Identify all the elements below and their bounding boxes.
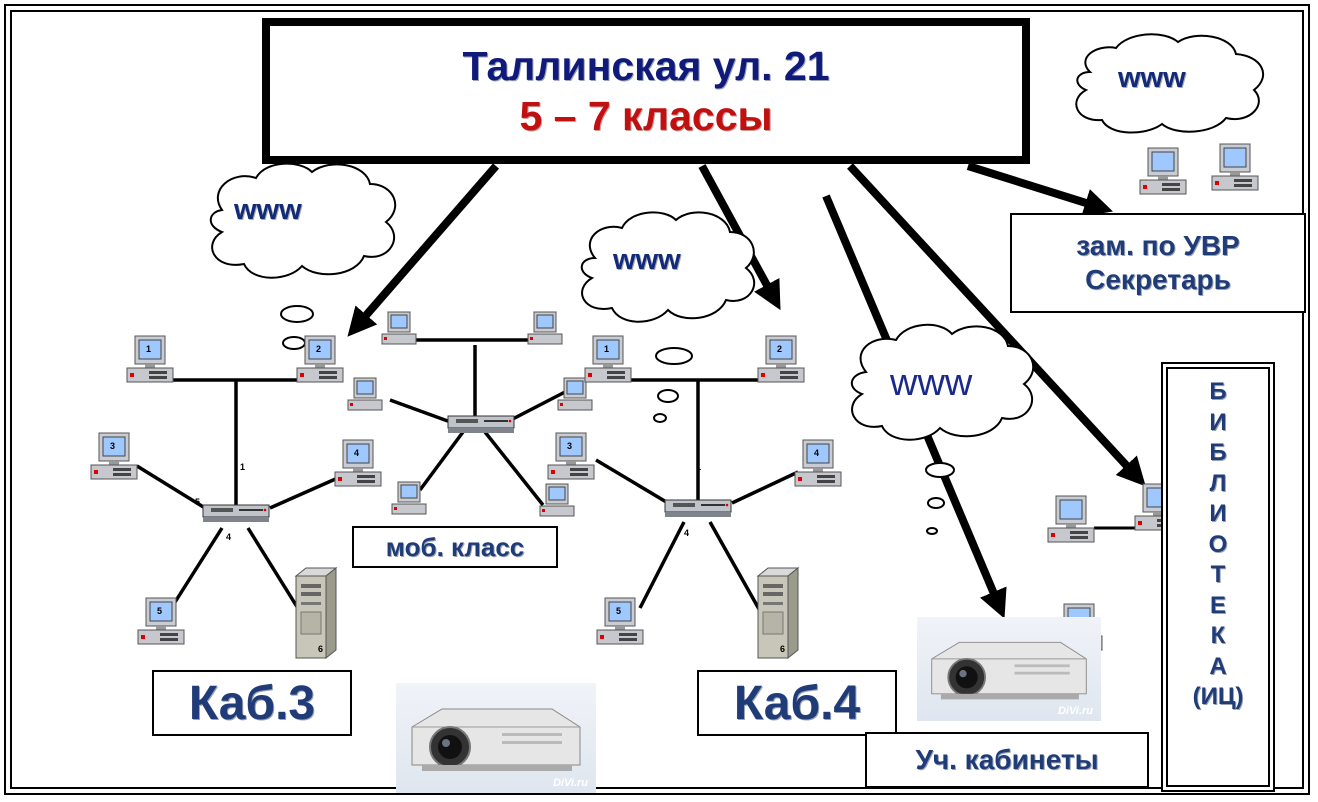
inner-frame [10, 10, 1304, 789]
kab3-pc-1 [126, 335, 174, 383]
kab3-pc-5 [137, 597, 185, 645]
svg-text:4: 4 [226, 532, 231, 542]
kab3-hub [202, 504, 270, 523]
svg-text:5: 5 [616, 606, 621, 616]
svg-text:3: 3 [110, 441, 115, 451]
svg-text:5: 5 [157, 606, 162, 616]
mob-pc-b [527, 311, 563, 345]
library-letter: Б [1209, 378, 1227, 405]
label-mobile-class: моб. класс [352, 526, 558, 568]
label-kab3: Каб.3 [152, 670, 352, 736]
www-label-kab3: www [234, 194, 302, 226]
svg-text:1: 1 [146, 344, 151, 354]
library-letter: К [1210, 622, 1226, 649]
svg-text:6: 6 [318, 644, 323, 654]
svg-text:4: 4 [684, 528, 689, 538]
svg-text:1: 1 [240, 462, 245, 472]
kab3-server-6 [295, 567, 337, 659]
mobile-class-devices [347, 311, 593, 517]
label-library: Б И Б Л И О Т Е К А (ИЦ) [1161, 362, 1275, 792]
kab3-pc-3 [90, 432, 138, 480]
kab4-pc-5 [596, 597, 644, 645]
kab4-pc-1 [584, 335, 632, 383]
library-letter: И [1209, 500, 1227, 527]
kab3-cables [136, 378, 341, 619]
library-letter: О [1208, 530, 1228, 558]
title-address: Таллинская ул. 21 [462, 43, 830, 89]
label-classrooms: Уч. кабинеты [865, 732, 1149, 788]
library-letter: Т [1210, 561, 1226, 588]
svg-text:4: 4 [814, 448, 819, 458]
mob-pc-c [347, 377, 383, 411]
library-letter: Б [1209, 439, 1227, 466]
kab4-hub [664, 499, 732, 518]
cloud-www-admin [1075, 33, 1265, 134]
kab4-devices [547, 335, 842, 659]
www-label-classrooms: www [890, 362, 973, 404]
kab4-server-6 [757, 567, 799, 659]
library-pc-1 [1047, 495, 1095, 543]
svg-text:2: 2 [316, 344, 321, 354]
kab4-pc-4 [794, 439, 842, 487]
mob-pc-a [381, 311, 417, 345]
title-box: Таллинская ул. 21 5 – 7 классы [262, 18, 1030, 164]
kab4-pc-3 [547, 432, 595, 480]
svg-text:2: 2 [777, 344, 782, 354]
svg-text:4: 4 [354, 448, 359, 458]
label-admin-line1: зам. по УВР [1076, 230, 1240, 261]
node-numbers: 1 2 3 4 5 6 1 5 4 1 2 3 4 5 6 1 4 [110, 344, 819, 654]
library-letter: И [1209, 408, 1227, 436]
cloud-www-classrooms [851, 323, 1035, 535]
projector-kab: DiVi.ru [396, 683, 596, 793]
admin-devices [1139, 143, 1259, 195]
cloud-www-kab3 [209, 162, 397, 350]
mob-pc-f [539, 483, 575, 517]
projector-classrooms: DiVi.ru [917, 617, 1101, 721]
label-admin-line2: Секретарь [1085, 264, 1231, 295]
library-letter: Л [1209, 469, 1227, 497]
cloud-www-kab4 [580, 211, 756, 423]
svg-text:1: 1 [696, 462, 701, 472]
library-letter: (ИЦ) [1192, 683, 1244, 710]
library-letter: Е [1209, 591, 1226, 619]
www-label-kab4: www [613, 244, 681, 276]
kab4-pc-2 [757, 335, 805, 383]
svg-text:1: 1 [604, 344, 609, 354]
svg-text:3: 3 [567, 441, 572, 451]
svg-text:6: 6 [780, 644, 785, 654]
www-label-admin: www [1118, 62, 1186, 94]
admin-pc-2 [1211, 143, 1259, 191]
title-grades: 5 – 7 классы [519, 93, 773, 139]
outer-frame [4, 4, 1310, 795]
svg-text:5: 5 [195, 497, 200, 507]
label-admin: зам. по УВР Секретарь [1010, 213, 1306, 313]
kab3-pc-4 [334, 439, 382, 487]
library-letter: А [1209, 652, 1227, 680]
mob-hub [447, 415, 515, 434]
admin-pc-1 [1139, 147, 1187, 195]
label-kab4: Каб.4 [697, 670, 897, 736]
kab4-cables [595, 378, 799, 619]
